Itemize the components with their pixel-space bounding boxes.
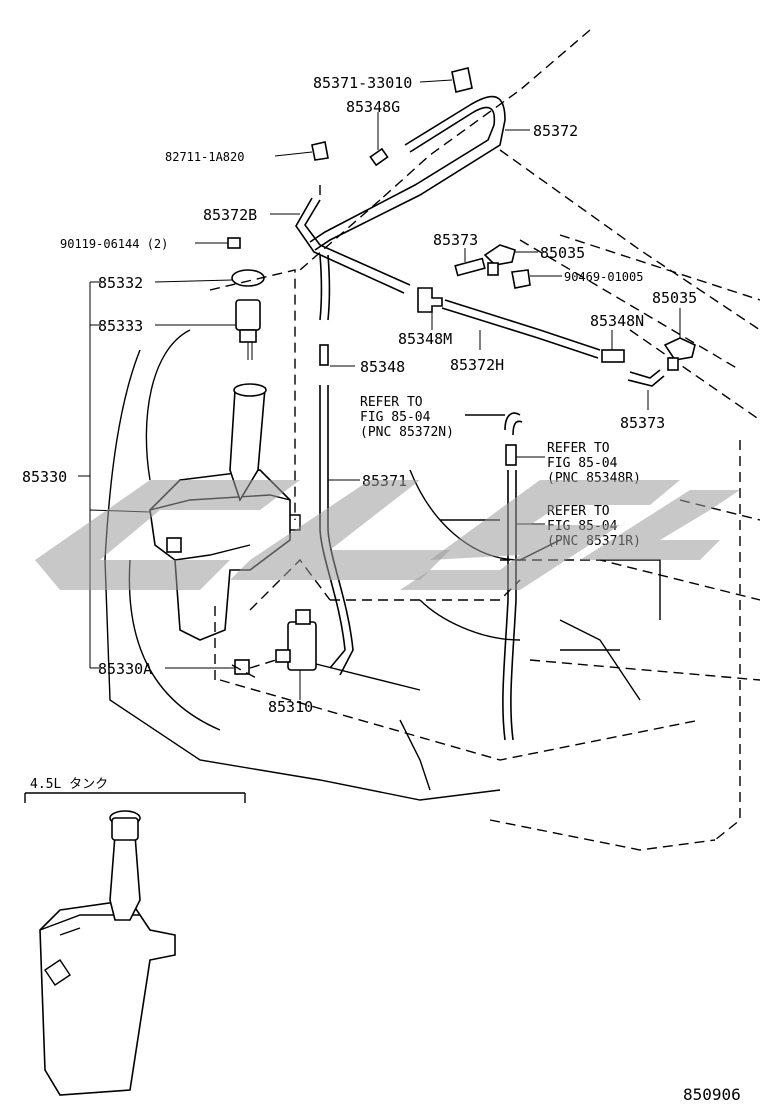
label-85372B: 85372B bbox=[203, 206, 257, 224]
label-85348: 85348 bbox=[360, 358, 405, 376]
bolt-90119 bbox=[227, 237, 241, 249]
label-90119-06144: 90119-06144 (2) bbox=[60, 237, 168, 251]
label-85333: 85333 bbox=[98, 317, 143, 335]
hose-85373-short bbox=[454, 257, 486, 277]
label-85310: 85310 bbox=[268, 698, 313, 716]
label-85373-lower: 85373 bbox=[620, 414, 665, 432]
svg-text:REFER TO: REFER TO bbox=[547, 504, 610, 519]
label-85332: 85332 bbox=[98, 274, 143, 292]
clip-90469 bbox=[511, 269, 531, 289]
svg-text:FIG 85-04: FIG 85-04 bbox=[360, 410, 431, 425]
label-90469-01005: 90469-01005 bbox=[564, 270, 643, 284]
vehicle-body-outline bbox=[104, 29, 760, 851]
nozzle-85035-left bbox=[483, 244, 516, 276]
svg-text:REFER TO: REFER TO bbox=[360, 395, 423, 410]
label-85371-33010: 85371-33010 bbox=[313, 74, 412, 92]
figure-number: 850906 bbox=[683, 1085, 741, 1104]
washer-tank bbox=[149, 383, 301, 641]
label-85330A: 85330A bbox=[98, 660, 152, 678]
label-82711-1A820: 82711-1A820 bbox=[165, 150, 244, 164]
watermark bbox=[35, 480, 740, 590]
label-85372H: 85372H bbox=[450, 356, 504, 374]
label-85373-upper: 85373 bbox=[433, 231, 478, 249]
label-85372: 85372 bbox=[533, 122, 578, 140]
svg-text:REFER TO: REFER TO bbox=[547, 441, 610, 456]
refer-note-85348R: REFER TO FIG 85-04 (PNC 85348R) bbox=[547, 441, 641, 486]
label-85330: 85330 bbox=[22, 468, 67, 486]
nozzle-85035-right bbox=[663, 337, 696, 371]
clip-85371-33010 bbox=[451, 67, 473, 93]
label-85035-right: 85035 bbox=[652, 289, 697, 307]
clip-82711 bbox=[311, 141, 329, 161]
label-85348G: 85348G bbox=[346, 98, 400, 116]
joint-85348G bbox=[369, 147, 389, 167]
refer-note-85372N: REFER TO FIG 85-04 (PNC 85372N) bbox=[360, 395, 454, 440]
svg-text:(PNC 85372N): (PNC 85372N) bbox=[360, 425, 454, 440]
filler-neck bbox=[235, 299, 261, 360]
washer-pump bbox=[234, 609, 317, 675]
inset-title: 4.5L タンク bbox=[30, 777, 108, 792]
label-85035-upper: 85035 bbox=[540, 244, 585, 262]
label-85348N: 85348N bbox=[590, 312, 644, 330]
inset-4-5l-tank: 4.5L タンク bbox=[24, 777, 246, 1096]
hoses bbox=[295, 95, 665, 741]
leader-lines bbox=[78, 79, 681, 700]
svg-text:FIG 85-04: FIG 85-04 bbox=[547, 456, 618, 471]
label-85348M: 85348M bbox=[398, 330, 452, 348]
